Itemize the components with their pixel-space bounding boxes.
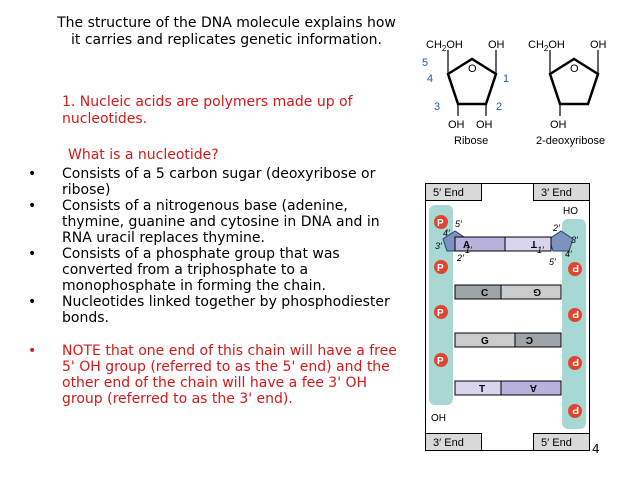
base-c-label: C [481,288,488,299]
base-a-label: A [530,382,537,393]
bullet-icon: • [28,198,37,214]
base-t [504,236,552,252]
right-carbon-1: 1′ [537,245,544,255]
slide-number: 4 [592,442,600,456]
bottom-right-end-label: 5′ End [541,437,572,449]
bullet-list: • Consists of a 5 carbon sugar (deoxyribo… [28,166,400,407]
phosphate-icon [434,305,448,319]
phosphate-icon [434,353,448,367]
strand-header-left [425,183,482,201]
bottom-left-end-label: 3′ End [433,437,464,449]
base-t [454,380,502,396]
base-g-label: G [481,336,489,347]
phosphate-icon [568,356,582,370]
base-a-label: A [463,240,470,251]
left-carbon-5: 5′ [455,219,462,229]
phosphate-label: P [572,404,579,415]
base-a [500,380,562,396]
ribose-carbon-3: 3 [434,101,440,113]
top-left-end-label: 5′ End [433,187,464,199]
left-carbon-3: 3′ [435,241,442,251]
deoxyribose-ring-o: O [570,63,579,75]
phosphate-label: P [437,356,444,367]
right-phosphates: P P P P [568,262,582,418]
left-carbon-4: 4′ [443,228,450,238]
bullet-item: • Consists of a nitrogenous base (adenine… [28,198,400,246]
note-item: • NOTE that one end of this chain will ha… [28,343,400,407]
base-g-label: G [533,286,541,297]
ribose-structure: CH2OH OH O OH OH 5 4 3 2 1 Ribose [422,39,509,147]
left-terminal-oh: OH [431,413,446,424]
deoxyribose-structure: CH2OH OH O OH 2-deoxyribose [528,39,607,147]
slide-title: The structure of the DNA molecule explai… [57,15,396,48]
right-carbon-3: 3′ [571,235,578,245]
phosphate-label: P [437,308,444,319]
phosphate-icon [568,308,582,322]
ribose-ring-o: O [468,63,477,75]
phosphate-icon [568,262,582,276]
ribose-caption: Ribose [454,135,488,147]
deoxyribose-caption: 2-deoxyribose [536,135,605,147]
phosphate-label: P [437,218,444,229]
phosphate-label: P [572,262,579,273]
deoxyribose-ch2oh: CH2OH [528,39,565,53]
base-pair-row: A T [454,236,552,252]
phosphate-icon [434,260,448,274]
question: What is a nucleotide? [68,147,219,163]
base-t-label: T [531,238,537,249]
ribose-carbon-1: 1 [503,73,509,85]
base-t-label: T [479,384,485,395]
right-sugar-icon [548,230,574,252]
strand-footer-left [425,433,482,451]
ribose-oh-bottom-left: OH [448,119,465,131]
right-carbon-4: 4′ [565,249,572,259]
ribose-ch2oh: CH2OH [426,39,463,53]
deoxyribose-oh-bottom: OH [550,119,567,131]
ribose-carbon-5: 5 [422,57,428,69]
bullet-icon: • [28,343,37,359]
base-pair-row: C G [454,284,562,300]
bullet-item: • Consists of a 5 carbon sugar (deoxyribo… [28,166,400,198]
base-c-label: C [526,334,533,345]
bullet-icon: • [28,166,37,182]
ribose-carbon-4: 4 [427,73,433,85]
phosphate-icon [434,215,448,229]
bullet-text: Consists of a 5 carbon sugar (deoxyribos… [62,166,376,198]
ribose-c1-oh: OH [488,39,505,51]
right-carbon-5: 5′ [549,257,556,267]
base-c [454,284,502,300]
top-right-end-label: 3′ End [541,187,572,199]
sugar-structures-figure: CH2OH OH O OH OH 5 4 3 2 1 Ribose CH2OH … [422,39,607,147]
base-g [500,284,562,300]
note-text: NOTE that one end of this chain will hav… [62,343,397,407]
bullet-item: • Nucleotides linked together by phosphod… [28,294,400,326]
right-terminal-ho: HO [563,206,578,217]
base-c [514,332,562,348]
dna-strand-figure: 5′ End 3′ End 3′ End 5′ End A T C G G C … [425,183,590,451]
base-pair-row: G C [454,332,562,348]
point-one: 1. Nucleic acids are polymers made up of… [62,94,353,127]
bullet-icon: • [28,246,37,262]
phosphate-label: P [572,356,579,367]
left-carbon-2: 2′ [456,253,464,263]
phosphate-label: P [437,263,444,274]
ribose-oh-bottom-right: OH [476,119,493,131]
deoxyribose-c1-oh: OH [590,39,607,51]
strand-footer-right [533,433,590,451]
left-phosphates: P P P P [434,215,448,367]
bullet-text: Nucleotides linked together by phosphodi… [62,294,390,326]
right-carbon-2: 2′ [552,223,560,233]
left-carbon-1: 1′ [465,245,472,255]
strand-header-right [533,183,590,201]
ribose-carbon-2: 2 [496,101,502,113]
bullet-icon: • [28,294,37,310]
bullet-item: • Consists of a phosphate group that was … [28,246,400,294]
phosphate-label: P [572,308,579,319]
bullet-text: Consists of a nitrogenous base (adenine,… [62,198,380,246]
phosphate-icon [568,404,582,418]
base-pair-row: T A [454,380,562,396]
bullet-text: Consists of a phosphate group that was c… [62,246,340,294]
